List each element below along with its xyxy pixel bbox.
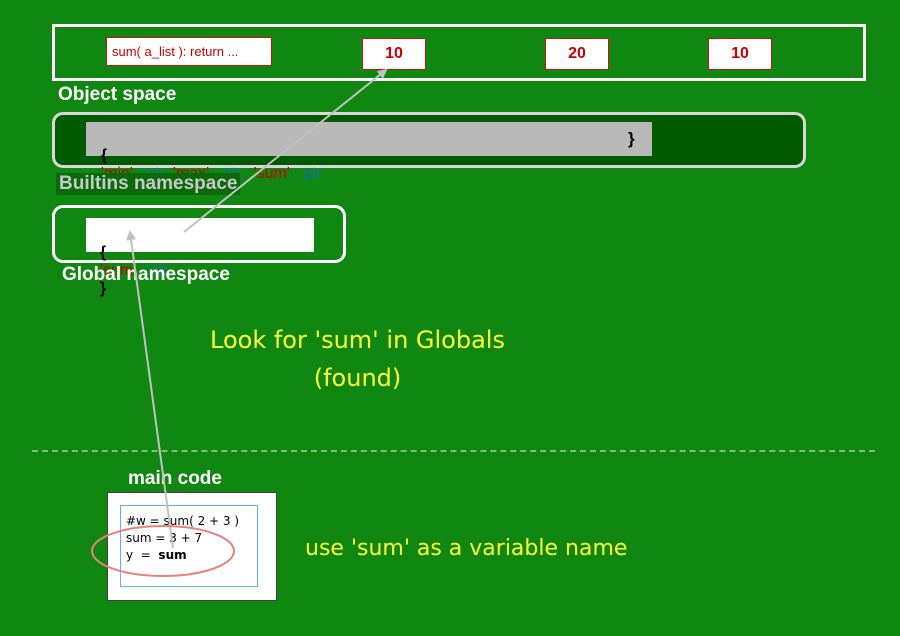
- code-line: sum = 3 + 7: [126, 531, 203, 545]
- code-line: y = sum: [126, 547, 257, 564]
- code-area: #w = sum( 2 + 3 ) sum = 3 + 7 y = sum: [120, 505, 258, 587]
- builtins-dict: { 'min' : ptr, 'max' : ptr, 'sum' : ptr: [86, 122, 652, 182]
- builtins-namespace-label: Builtins namespace: [56, 173, 241, 195]
- function-object-cell: sum( a_list ): return ...: [106, 37, 272, 66]
- object-space-box: [52, 24, 866, 81]
- dict-comma: ,: [240, 165, 254, 182]
- dict-key: 'sum': [99, 262, 137, 279]
- section-divider: [32, 450, 875, 452]
- main-code-panel: #w = sum( 2 + 3 ) sum = 3 + 7 y = sum: [107, 492, 277, 601]
- code-sum-variable: sum: [158, 548, 187, 562]
- dict-separator: :: [289, 165, 304, 182]
- open-brace: {: [100, 147, 108, 164]
- variable-note: use 'sum' as a variable name: [305, 536, 628, 561]
- code-line: #w = sum( 2 + 3 ): [126, 514, 240, 528]
- dict-value: ptr: [303, 165, 322, 182]
- dict-key: 'sum': [253, 165, 290, 182]
- object-space-label: Object space: [58, 84, 177, 105]
- object-value-text: 20: [568, 45, 586, 62]
- open-brace: {: [99, 244, 107, 261]
- function-object-text: sum( a_list ): return ...: [112, 44, 239, 59]
- object-value-text: 10: [385, 45, 403, 62]
- object-value-text: 10: [731, 45, 749, 62]
- object-value-cell: 20: [545, 38, 609, 70]
- global-namespace-label: Global namespace: [62, 264, 230, 285]
- main-code-label: main code: [128, 468, 222, 489]
- code-line-prefix: y =: [126, 548, 159, 562]
- lookup-note-line2: (found): [313, 364, 402, 392]
- object-value-cell: 10: [708, 38, 772, 70]
- object-value-cell: 10: [362, 38, 426, 70]
- globals-dict: { 'sum' : ptr }: [86, 218, 314, 297]
- lookup-note: Look for 'sum' in Globals (found): [180, 326, 535, 392]
- close-brace: }: [99, 280, 107, 297]
- close-brace: }: [628, 129, 635, 148]
- lookup-note-line1: Look for 'sum' in Globals: [210, 326, 505, 354]
